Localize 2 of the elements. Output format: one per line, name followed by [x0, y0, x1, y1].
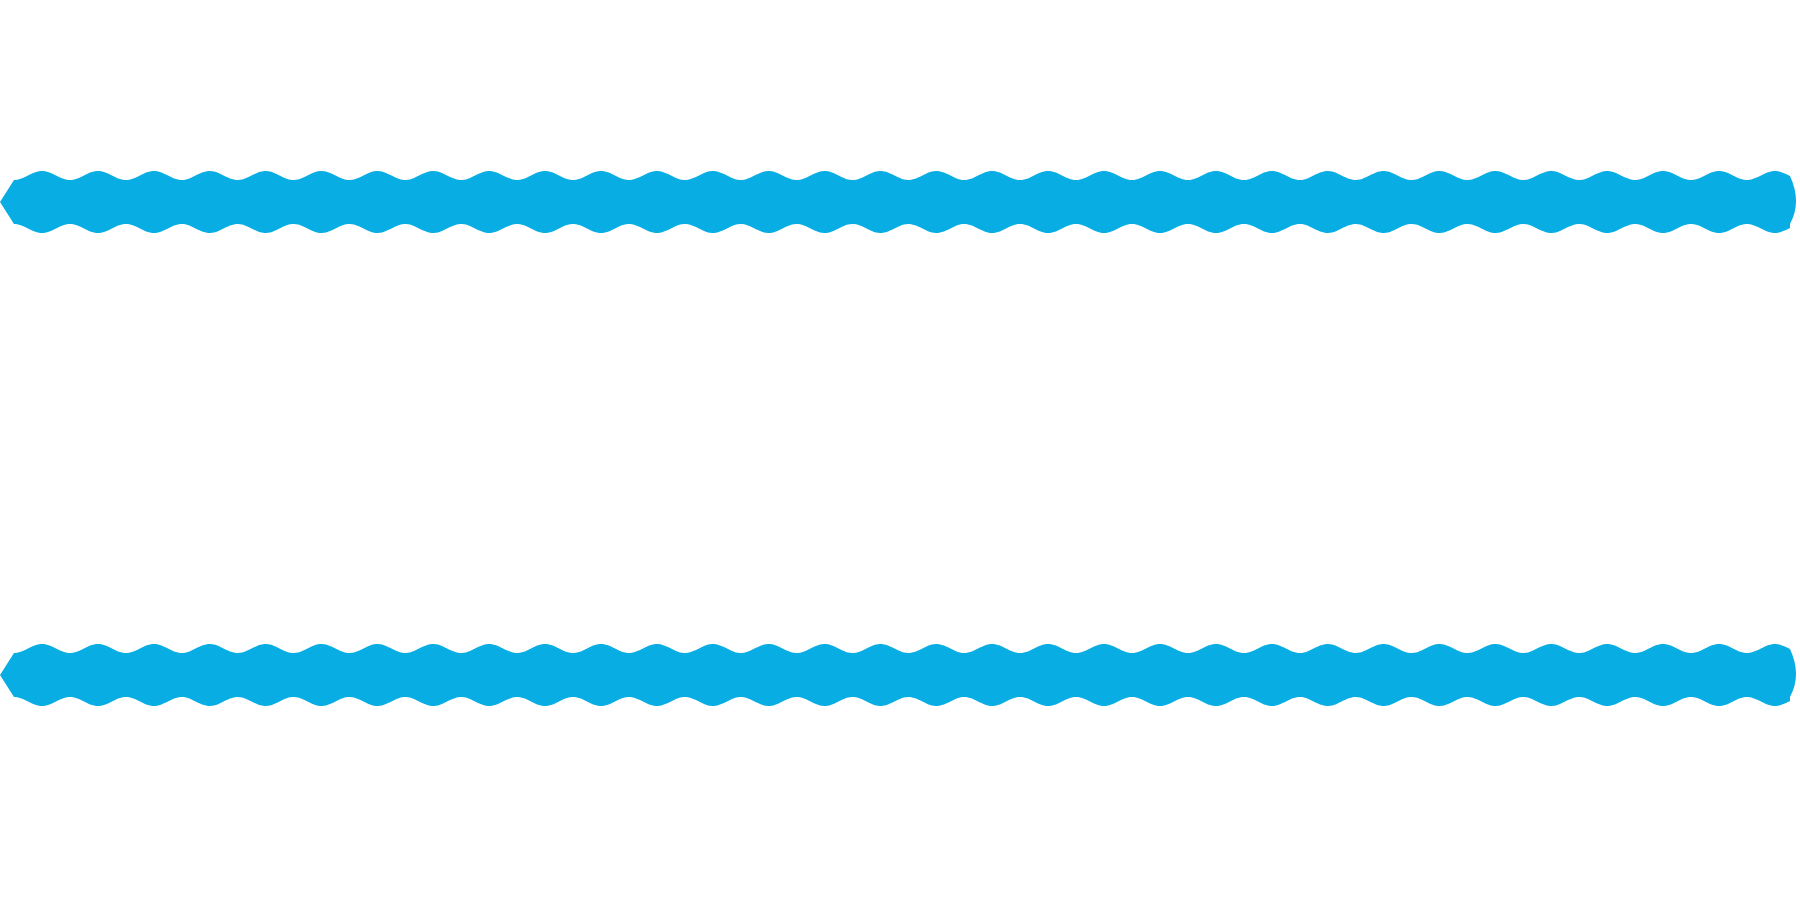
wavy-band	[0, 171, 1796, 233]
wavy-band	[0, 644, 1796, 706]
